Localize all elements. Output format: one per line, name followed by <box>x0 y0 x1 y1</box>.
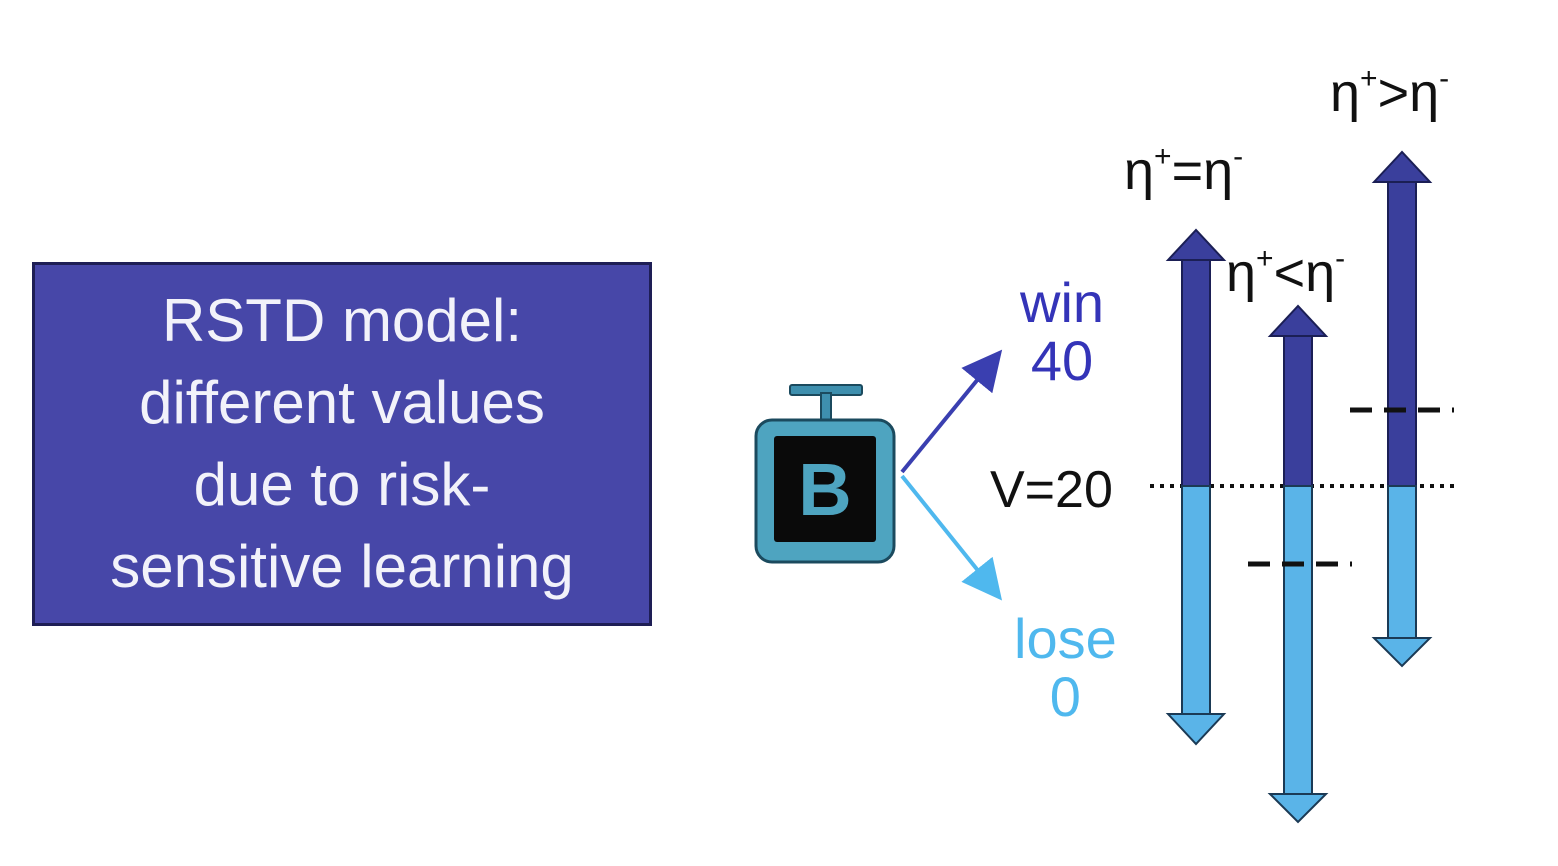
win-label: win <box>1020 271 1105 334</box>
lose-outcome: lose 0 <box>1014 610 1117 726</box>
lose-value: 0 <box>1049 665 1081 728</box>
win-outcome: win 40 <box>1020 274 1104 390</box>
slot-machine-icon <box>754 384 896 564</box>
slot-machine-letter: B <box>798 447 852 531</box>
double-arrow-greater <box>1350 150 1454 668</box>
title-line-1: RSTD model: <box>161 287 523 354</box>
win-branch-arrow <box>900 349 1003 474</box>
title-line-2: different values <box>139 369 545 436</box>
title-box: RSTD model: different values due to risk… <box>32 262 652 626</box>
win-value: 40 <box>1030 329 1094 392</box>
title-line-4: sensitive learning <box>110 533 574 600</box>
arrow-label-equal: η+=η- <box>1124 140 1244 201</box>
arrow-label-less: η+<η- <box>1226 242 1346 303</box>
lose-label: lose <box>1014 607 1117 670</box>
double-arrow-equal <box>1165 228 1227 746</box>
arrow-label-greater: η+>η- <box>1330 62 1450 123</box>
value-label: V=20 <box>990 461 1113 519</box>
title-line-3: due to risk- <box>193 451 491 518</box>
double-arrow-less <box>1248 304 1352 824</box>
lose-branch-arrow <box>900 474 1003 601</box>
